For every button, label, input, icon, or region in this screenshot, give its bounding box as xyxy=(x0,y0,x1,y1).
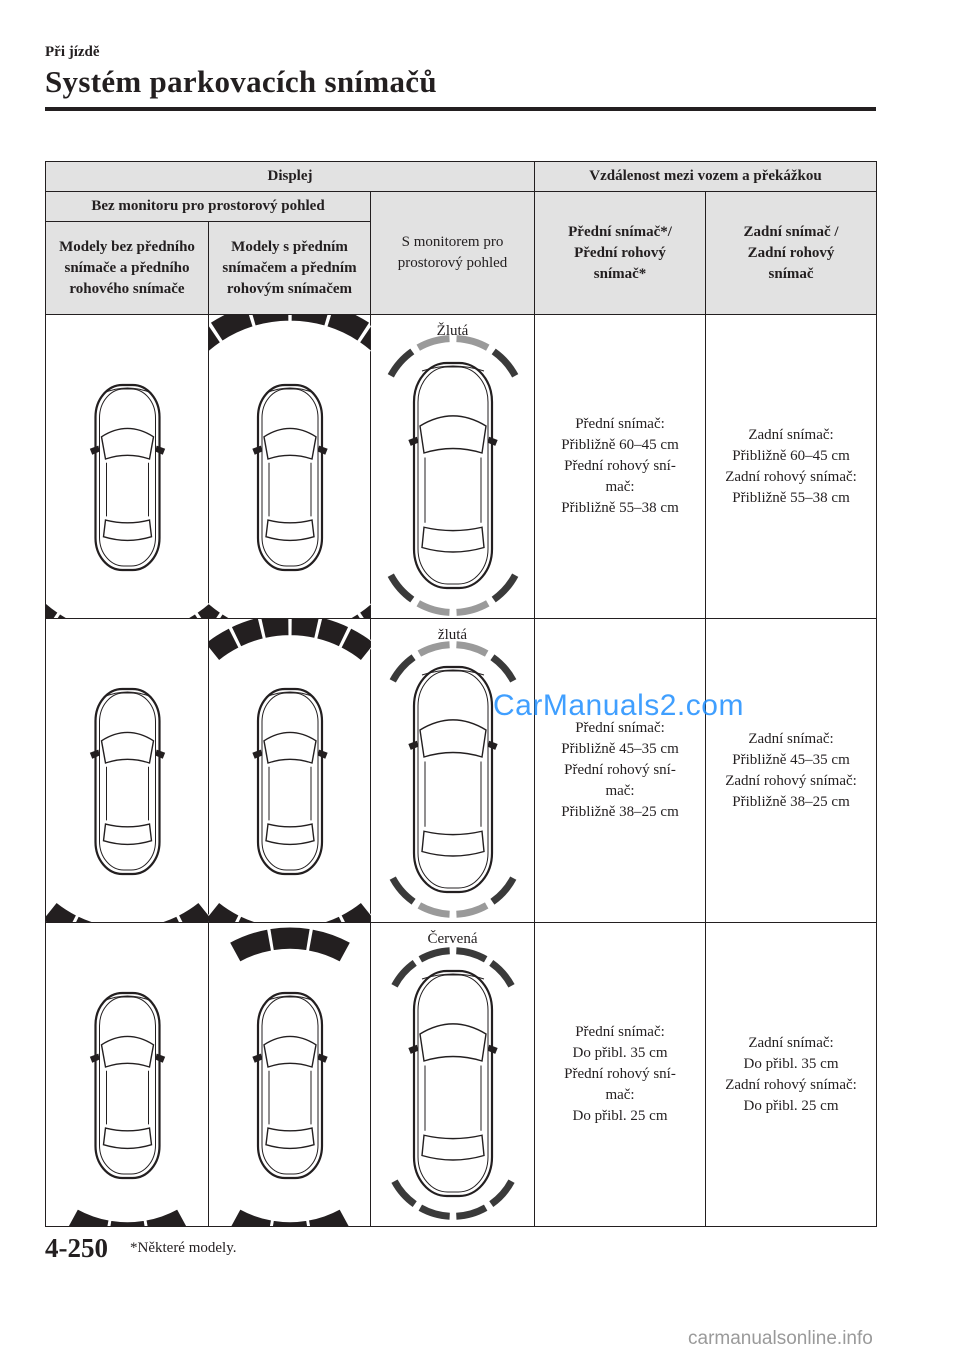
footnote: *Některé modely. xyxy=(130,1240,237,1256)
rear-line: Zadní rohový snímač: xyxy=(725,1076,857,1093)
car-top-view-icon xyxy=(391,947,515,1220)
header-with-monitor-text: S monitorem pro prostorový pohled xyxy=(397,234,508,271)
title-rule xyxy=(45,107,876,111)
rear-line: Přibližně 38–25 cm xyxy=(732,793,850,810)
image-front-and-rear xyxy=(208,922,371,1227)
rear-distance-cell: Zadní snímač: Přibližně 60–45 cm Zadní r… xyxy=(705,314,878,619)
front-line: mač: xyxy=(605,783,635,799)
image-monitor: Žlutá xyxy=(369,314,536,619)
header-display: Displej xyxy=(44,161,536,192)
header-with-monitor: S monitorem pro prostorový pohled xyxy=(369,191,536,315)
front-line: mač: xyxy=(605,479,635,495)
page-title: Systém parkovacích snímačů xyxy=(45,64,437,99)
car-top-view-icon xyxy=(46,383,209,618)
rear-line: Přibližně 45–35 cm xyxy=(732,751,850,768)
front-distance-cell: Přední snímač: Přibližně 45–35 cm Přední… xyxy=(534,618,707,923)
rear-distance-cell: Zadní snímač: Přibližně 45–35 cm Zadní r… xyxy=(705,618,878,923)
car-top-view-icon xyxy=(387,335,519,616)
car-top-view-icon xyxy=(389,641,517,918)
section-label: Při jízdě xyxy=(45,44,100,60)
image-monitor: žlutá xyxy=(369,618,536,923)
rear-distance-cell: Zadní snímač: Do přibl. 35 cm Zadní roho… xyxy=(705,922,878,1227)
car-top-view-icon xyxy=(229,926,351,1226)
rear-line: Zadní rohový snímač: xyxy=(725,468,857,485)
header-no-monitor: Bez monitoru pro prostorový pohled xyxy=(45,191,371,222)
front-line: Do přibl. 35 cm xyxy=(572,1045,668,1061)
image-front-and-rear xyxy=(208,618,371,923)
front-line: Přibližně 45–35 cm xyxy=(561,741,679,757)
table-row: žlutá Přední snímač: Přibližně 45–35 cm … xyxy=(45,618,878,923)
header-models-without-text: Modely bez předního snímače a předního r… xyxy=(59,238,195,297)
page-number: 4-250 xyxy=(45,1233,108,1263)
front-line: mač: xyxy=(605,1087,635,1103)
image-front-and-rear xyxy=(208,314,371,619)
rear-line: Do přibl. 25 cm xyxy=(743,1097,839,1114)
front-line: Přibližně 60–45 cm xyxy=(561,437,679,453)
car-top-view-icon xyxy=(209,315,371,618)
image-rear-only xyxy=(45,922,209,1227)
car-top-view-icon xyxy=(209,619,371,922)
front-line: Přední snímač: xyxy=(575,416,665,432)
header-rear-sensor: Zadní snímač / Zadní rohový snímač xyxy=(705,191,878,315)
watermark: CarManuals2.com xyxy=(493,689,744,722)
header-rear-sensor-text: Zadní snímač / Zadní rohový snímač xyxy=(743,223,839,282)
rear-line: Přibližně 60–45 cm xyxy=(732,447,850,464)
sensor-distance-table: Displej Vzdálenost mezi vozem a překážko… xyxy=(44,161,878,1227)
car-top-view-icon xyxy=(68,991,187,1226)
rear-line: Zadní snímač: xyxy=(748,426,834,443)
header-models-without: Modely bez předního snímače a předního r… xyxy=(45,221,209,315)
header-distance: Vzdálenost mezi vozem a překážkou xyxy=(534,161,878,192)
front-line: Přední rohový sní- xyxy=(564,762,676,778)
front-line: Přední rohový sní- xyxy=(564,458,676,474)
header-models-with-text: Modely s předním snímačem a předním roho… xyxy=(222,238,357,297)
rear-line: Do přibl. 35 cm xyxy=(743,1055,839,1072)
front-line: Přední snímač: xyxy=(575,720,665,736)
color-label: žlutá xyxy=(437,627,468,643)
rear-line: Přibližně 55–38 cm xyxy=(732,489,850,506)
front-line: Do přibl. 25 cm xyxy=(572,1108,668,1124)
image-monitor: Červená xyxy=(369,922,536,1227)
front-line: Přibližně 38–25 cm xyxy=(561,804,679,820)
table-row: Žlutá Přední snímač: Přibližně 60–45 cm … xyxy=(45,314,878,619)
rear-line: Zadní rohový snímač: xyxy=(725,772,857,789)
header-models-with: Modely s předním snímačem a předním roho… xyxy=(208,221,371,315)
color-label: Červená xyxy=(427,931,478,947)
rear-line: Zadní snímač: xyxy=(748,730,834,747)
color-label: Žlutá xyxy=(436,323,469,339)
site-watermark: carmanualsonline.info xyxy=(688,1328,873,1349)
front-distance-cell: Přední snímač: Přibližně 60–45 cm Přední… xyxy=(534,314,707,619)
front-line: Přibližně 55–38 cm xyxy=(561,500,679,516)
header-front-sensor-text: Přední snímač*/ Přední rohový snímač* xyxy=(568,223,672,282)
rear-line: Zadní snímač: xyxy=(748,1034,834,1051)
front-distance-cell: Přední snímač: Do přibl. 35 cm Přední ro… xyxy=(534,922,707,1227)
image-rear-only xyxy=(45,314,209,619)
front-line: Přední snímač: xyxy=(575,1024,665,1040)
header-front-sensor: Přední snímač*/ Přední rohový snímač* xyxy=(534,191,707,315)
image-rear-only xyxy=(45,618,209,923)
car-top-view-icon xyxy=(46,687,209,922)
table-row: Červená Přední snímač: Do přibl. 35 cm P… xyxy=(45,922,878,1227)
front-line: Přední rohový sní- xyxy=(564,1066,676,1082)
